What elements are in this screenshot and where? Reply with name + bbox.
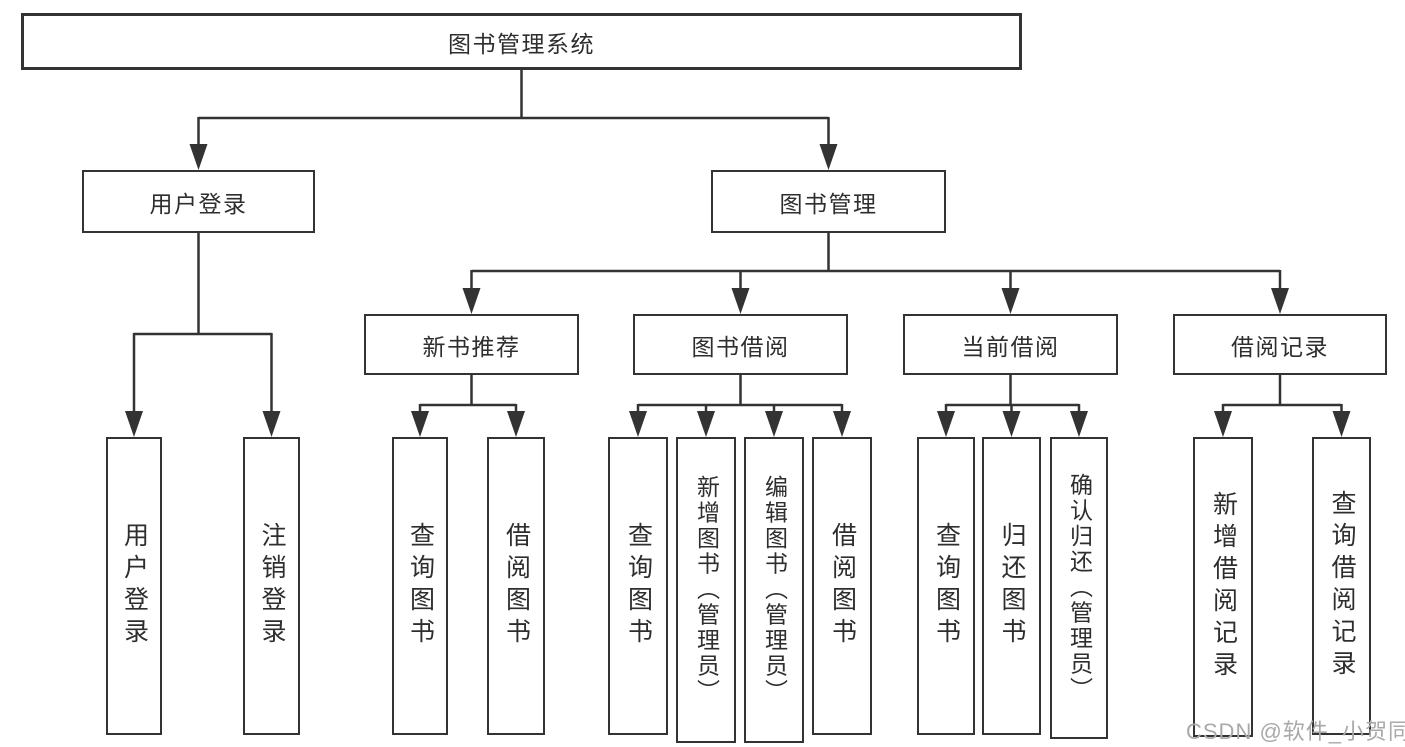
leaf-logout-label: 注销登录: [258, 522, 286, 650]
leaf-return-books: 归还图书: [982, 437, 1041, 735]
node-library-system-label: 图书管理系统: [448, 30, 595, 57]
leaf-query-books-current: 查询图书: [917, 437, 975, 735]
leaf-borrow-books: 借阅图书: [812, 437, 872, 735]
node-current-borrow: 当前借阅: [903, 314, 1118, 375]
leaf-borrow-books-recommend: 借阅图书: [487, 437, 545, 735]
leaf-add-books-admin: 新增图书（管理员）: [676, 437, 736, 743]
node-borrow-records-label: 借阅记录: [1231, 333, 1329, 360]
leaf-query-borrow-record-label: 查询借阅记录: [1328, 490, 1356, 682]
leaf-add-borrow-record: 新增借阅记录: [1193, 437, 1253, 737]
leaf-query-books-recommend: 查询图书: [392, 437, 448, 735]
leaf-logout: 注销登录: [243, 437, 300, 735]
leaf-query-books-borrow-label: 查询图书: [624, 522, 653, 650]
leaf-query-books-borrow: 查询图书: [608, 437, 668, 735]
leaf-add-books-admin-label: 新增图书（管理员）: [693, 475, 720, 705]
leaf-edit-books-admin-label: 编辑图书（管理员）: [761, 475, 788, 705]
node-book-management-label: 图书管理: [779, 190, 878, 217]
leaf-user-login: 用户登录: [106, 437, 162, 735]
leaf-edit-books-admin: 编辑图书（管理员）: [744, 437, 804, 743]
leaf-query-books-recommend-label: 查询图书: [406, 522, 435, 650]
node-new-book-recommend-label: 新书推荐: [422, 333, 521, 360]
node-library-system: 图书管理系统: [21, 13, 1022, 70]
leaf-borrow-books-label: 借阅图书: [828, 522, 857, 650]
node-borrow-records: 借阅记录: [1173, 314, 1387, 375]
leaf-confirm-return-admin: 确认归还（管理员）: [1050, 437, 1108, 739]
leaf-confirm-return-admin-label: 确认归还（管理员）: [1066, 473, 1093, 703]
leaf-borrow-books-recommend-label: 借阅图书: [502, 522, 531, 650]
leaf-query-books-current-label: 查询图书: [932, 522, 961, 650]
leaf-user-login-label: 用户登录: [120, 522, 149, 650]
node-new-book-recommend: 新书推荐: [364, 314, 579, 375]
leaf-query-borrow-record: 查询借阅记录: [1312, 437, 1371, 735]
node-book-management: 图书管理: [711, 170, 946, 233]
arrowhead-icons: [125, 144, 1351, 437]
node-book-borrow-label: 图书借阅: [691, 333, 790, 360]
node-current-borrow-label: 当前借阅: [961, 333, 1060, 360]
leaf-return-books-label: 归还图书: [998, 522, 1026, 650]
node-user-login: 用户登录: [82, 170, 315, 233]
csdn-watermark: CSDN @软件_小贺同学: [1186, 719, 1405, 744]
leaf-add-borrow-record-label: 新增借阅记录: [1209, 491, 1238, 683]
node-user-login-label: 用户登录: [149, 190, 248, 217]
node-book-borrow: 图书借阅: [633, 314, 848, 375]
